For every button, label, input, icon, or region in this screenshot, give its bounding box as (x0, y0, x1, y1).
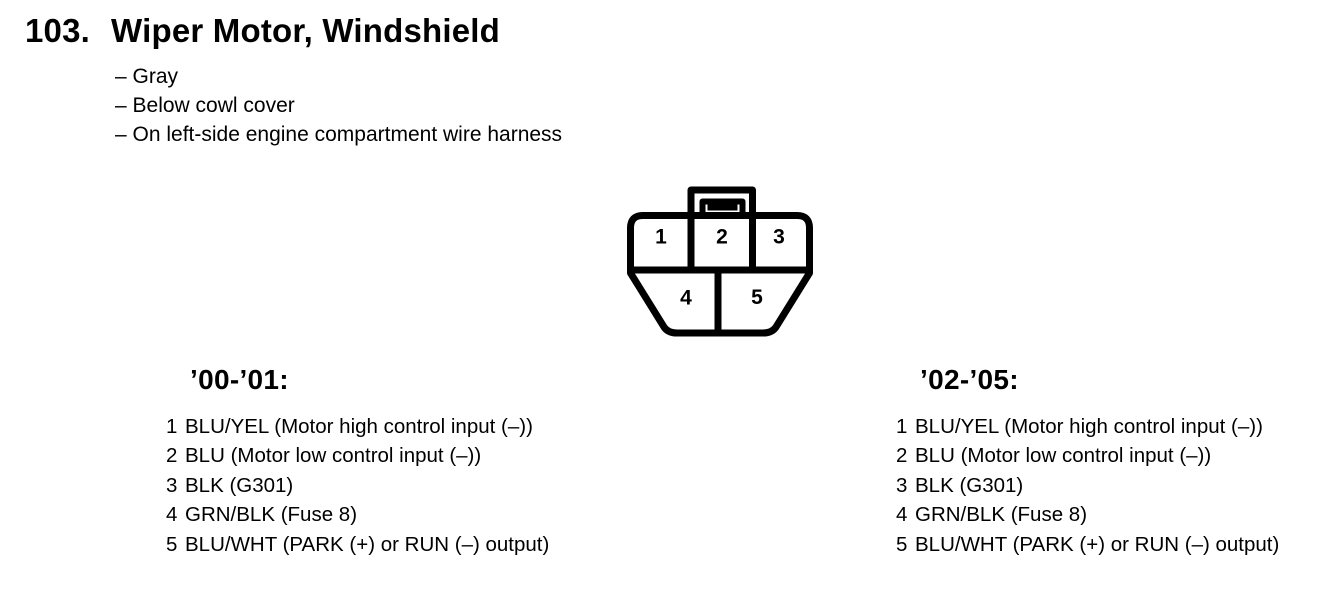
pin-number: 5 (896, 532, 908, 556)
pin-number: 1 (896, 415, 908, 438)
pin-number: 3 (166, 473, 178, 497)
connector-body-outline (627, 212, 813, 337)
pin-list: 1 BLU/YEL (Motor high control input (–))… (896, 412, 1344, 559)
pin-row: 3 BLK (G301) (166, 471, 636, 500)
pin-number: 1 (166, 415, 178, 438)
pinout-column-00-01: ’00-’01: 1 BLU/YEL (Motor high control i… (166, 364, 636, 559)
connector-notes: – Gray – Below cowl cover – On left-side… (115, 62, 562, 149)
pin-description: BLU/YEL (Motor high control input (–)) (915, 415, 1263, 438)
connector-pin-5-label: 5 (751, 286, 763, 309)
pin-row: 5 BLU/WHT (PARK (+) or RUN (–) output) (896, 530, 1344, 559)
pin-number: 5 (166, 532, 178, 556)
year-range-header: ’00-’01: (190, 364, 289, 395)
connector-pin-3-label: 3 (773, 226, 785, 249)
connector-diagram: 1 2 3 4 5 (627, 186, 813, 337)
note-connector-location: – Below cowl cover (115, 94, 295, 117)
pin-row: 2 BLU (Motor low control input (–)) (896, 441, 1344, 470)
pin-description: BLU/WHT (PARK (+) or RUN (–) output) (185, 532, 550, 556)
pin-row: 5 BLU/WHT (PARK (+) or RUN (–) output) (166, 530, 636, 559)
pin-description: BLK (G301) (915, 473, 1024, 497)
pin-row: 1 BLU/YEL (Motor high control input (–)) (896, 412, 1344, 441)
connector-pin-4-label: 4 (680, 287, 692, 310)
pin-description: BLU/YEL (Motor high control input (–)) (185, 415, 533, 438)
pin-number: 2 (166, 444, 178, 468)
pin-number: 2 (896, 444, 908, 468)
connector-pin-2-label: 2 (716, 226, 728, 249)
connector-pin-1-label: 1 (655, 226, 667, 249)
pin-row: 2 BLU (Motor low control input (–)) (166, 441, 636, 470)
pin-number: 4 (896, 503, 908, 527)
pinout-column-02-05: ’02-’05: 1 BLU/YEL (Motor high control i… (896, 364, 1344, 559)
connector-latch-bar (707, 204, 738, 211)
connector-latch-tab-outline (687, 186, 756, 216)
pin-list: 1 BLU/YEL (Motor high control input (–))… (166, 412, 636, 559)
section-title: 103. Wiper Motor, Windshield (25, 12, 500, 50)
pin-row: 1 BLU/YEL (Motor high control input (–)) (166, 412, 636, 441)
pin-description: GRN/BLK (Fuse 8) (185, 503, 358, 527)
section-number: 103. (25, 12, 91, 49)
pin-description: GRN/BLK (Fuse 8) (915, 503, 1088, 527)
section-title-text: Wiper Motor, Windshield (111, 12, 501, 49)
pin-description: BLK (G301) (185, 473, 294, 497)
pin-number: 3 (896, 473, 908, 497)
connector-latch-inner-outline (699, 198, 746, 214)
pin-row: 4 GRN/BLK (Fuse 8) (166, 500, 636, 529)
pin-description: BLU (Motor low control input (–)) (185, 444, 482, 468)
pin-row: 4 GRN/BLK (Fuse 8) (896, 500, 1344, 529)
note-connector-color: – Gray (115, 65, 179, 88)
pin-row: 3 BLK (G301) (896, 471, 1344, 500)
pin-description: BLU (Motor low control input (–)) (915, 444, 1212, 468)
year-range-header: ’02-’05: (920, 364, 1019, 395)
note-connector-harness: – On left-side engine compartment wire h… (115, 123, 563, 146)
pin-number: 4 (166, 503, 178, 527)
pin-description: BLU/WHT (PARK (+) or RUN (–) output) (915, 532, 1280, 556)
